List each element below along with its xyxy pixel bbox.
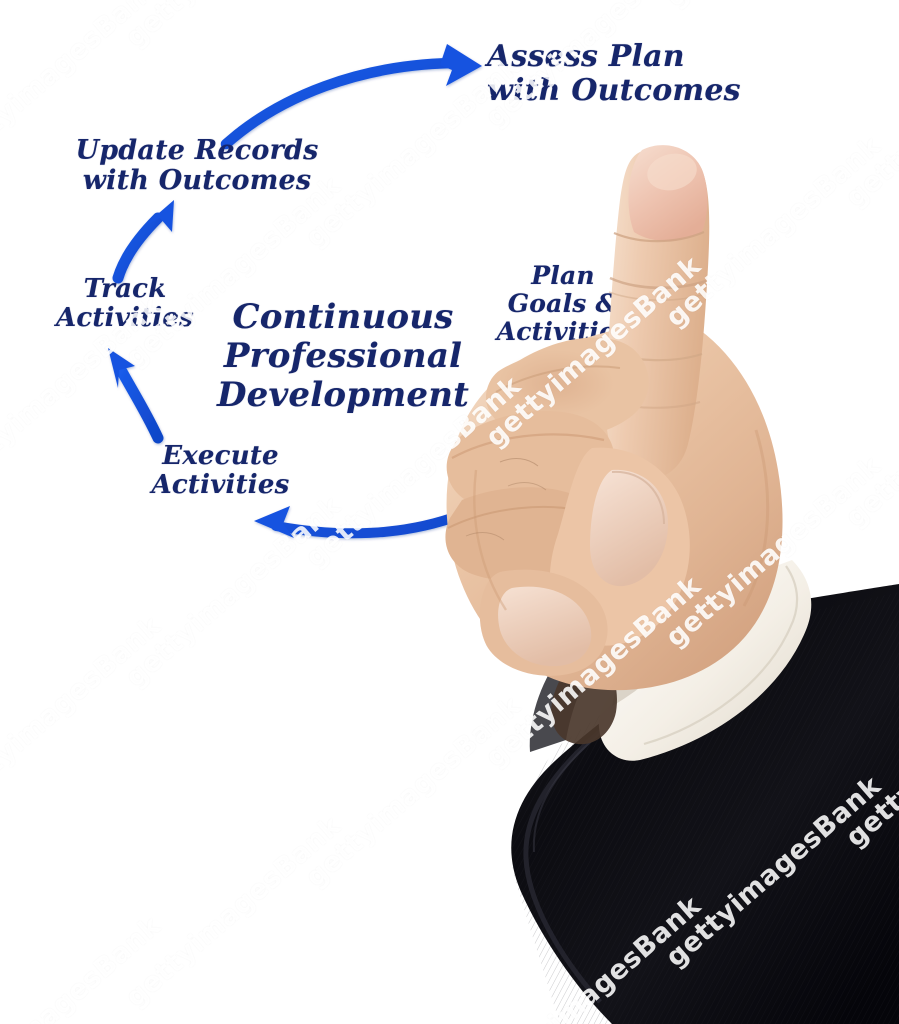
node-execute-activities: Execute Activities [151,441,290,501]
node-update-records-with-outcomes: Update Records with Outcomes [75,135,319,197]
watermark-text: gettyimagesBank [660,130,888,334]
watermark-text: gettyimagesBank [300,690,528,894]
watermark-text: gettyimagesBank [660,770,888,974]
watermark-text: gettyimagesBank [0,910,168,1024]
node-assess-plan-with-outcomes: Assess Plan with Outcomes [487,39,741,108]
center-title-continuous-professional-development: Continuous Professional Development [216,297,470,415]
node-track-activities: Track Activities [56,274,194,334]
watermark-text: gettyimagesBank [0,610,168,814]
watermark-text: gettyimagesBank [120,810,348,1014]
arrow-execute-to-track [108,348,164,444]
watermark-text: gettyimagesBank [120,0,347,53]
hand-fist [445,145,783,691]
shirt-cuff [598,560,812,761]
suit-sleeve [511,584,899,1024]
watermark-text: gettyimagesBank [480,570,708,774]
cuff-shadow-gap [551,640,618,745]
arrow-track-to-update [112,200,174,284]
arrow-update-to-assess [220,44,482,150]
watermark-text: gettyimagesBank [840,10,899,214]
watermark-text: gettyimagesBank [840,330,899,534]
watermark-text: gettyimagesBank [660,0,887,13]
watermark-text: gettyimagesBank [480,890,708,1024]
node-plan-goals-and-activities: Plan Goals & Activities [496,261,630,346]
watermark-text: gettyimagesBank [840,650,899,854]
watermark-text: gettyimagesBank [660,450,888,654]
watermark-text: gettyimagesBank [120,490,348,694]
